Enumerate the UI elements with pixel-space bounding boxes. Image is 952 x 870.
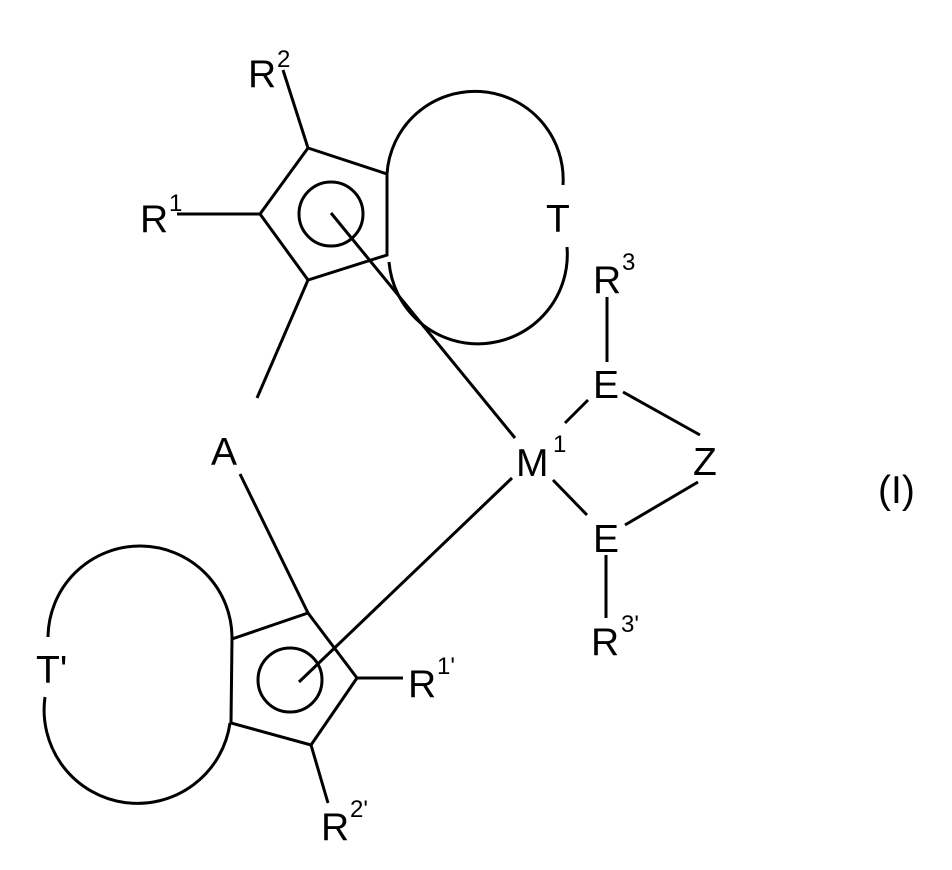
label-R3: R [593,259,621,302]
label-T: T [546,198,570,241]
label-R2prime-sup: 2' [350,796,368,823]
label-R1prime-sup: 1' [437,653,455,680]
label-Z: Z [693,441,717,484]
label-E-bottom: E [593,518,619,561]
bond-upper-ring-M1 [331,213,515,438]
label-R2prime: R [321,806,349,849]
label-R3prime-sup: 3' [621,611,639,638]
label-R1prime: R [408,663,436,706]
label-R1-sup: 1 [169,190,182,217]
bond-A-lower-ring [240,474,308,613]
label-E-top: E [593,364,619,407]
label-Tprime: T' [36,649,67,692]
bond-M1-E-bottom [553,480,587,515]
bond-R2prime [311,745,328,803]
formula-number: (I) [878,469,915,512]
upper-fused-ring-T-arc-top [387,91,563,185]
bond-upper-ring-A [257,280,308,398]
bond-R2 [283,70,308,148]
label-R3-sup: 3 [622,249,635,276]
bond-E-Z-top [623,392,700,435]
lower-cp-ring [231,613,357,745]
label-M1-sup: 1 [553,431,566,458]
label-R2-sup: 2 [277,46,290,73]
label-R1: R [140,198,168,241]
label-M1: M [516,442,549,485]
bond-lower-ring-M1 [299,478,512,682]
bond-Z-E-bottom [625,482,698,525]
lower-fused-ring-T-arc-top [48,546,232,639]
lower-fused-ring-T-arc-bottom [44,697,230,803]
lower-aromatic-circle [258,648,322,712]
bond-M1-E-top [565,400,588,423]
label-R2: R [248,53,276,96]
label-A: A [211,431,237,474]
upper-fused-ring-T-arc-bottom [389,247,567,344]
label-R3prime: R [591,621,619,664]
